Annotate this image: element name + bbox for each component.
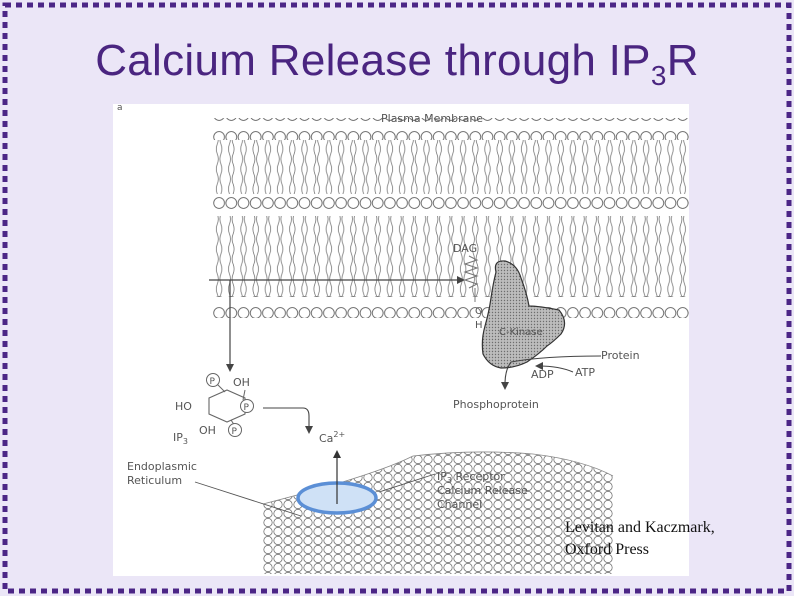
er-pointer	[194, 481, 302, 517]
c-kinase-label: C-Kinase	[499, 327, 543, 338]
phosphoprotein-label: Phosphoprotein	[453, 398, 539, 411]
c-kinase-shape	[481, 260, 566, 369]
panel-letter: a	[117, 104, 123, 113]
phosphate-label-1: P	[210, 377, 216, 387]
title-main: Calcium Release through IP	[95, 36, 651, 85]
er-label-line2: Reticulum	[127, 474, 182, 487]
slide-title: Calcium Release through IP3R	[0, 36, 794, 92]
ip3-arrow	[226, 280, 234, 372]
plasma-membrane-label: Plasma Membrane	[381, 112, 483, 125]
title-end: R	[666, 36, 699, 85]
calcium-label: Ca2+	[319, 430, 345, 445]
h-label: H	[475, 320, 483, 331]
receptor-label-line2: Calcium Release	[437, 484, 528, 497]
oh-label-bottom: OH	[199, 424, 216, 437]
atp-label: ATP	[575, 366, 595, 379]
receptor-pointer	[378, 473, 436, 493]
ip3-to-receptor-arrow	[263, 407, 313, 434]
o-label: O	[475, 306, 483, 317]
er-label-line1: Endoplasmic	[127, 460, 197, 473]
credit-line-2: Oxford Press	[565, 541, 649, 558]
oh-label-top: OH	[233, 376, 250, 389]
calcium-efflux-arrow	[333, 450, 341, 504]
dag-molecule	[463, 255, 479, 302]
credit-line-1: Levitan and Kaczmark,	[565, 519, 715, 536]
ip3-label: IP3	[173, 431, 188, 446]
receptor-label-line1: IP3 Receptor	[437, 470, 505, 485]
adp-label: ADP	[531, 368, 554, 381]
plasma-membrane-bilayer	[213, 118, 689, 318]
ip3r-diagram-figure: a Plasma Membrane DAG O H C-K	[113, 104, 689, 576]
protein-phosphorylation-arrows	[501, 355, 602, 390]
credit: Levitan and Kaczmark, Oxford Press	[565, 517, 715, 561]
title-subscript: 3	[650, 60, 667, 91]
receptor-label-line3: Channel	[437, 498, 482, 511]
ip3r-diagram: a Plasma Membrane DAG O H C-K	[117, 104, 689, 574]
phosphate-label-3: P	[232, 427, 238, 437]
phosphate-label-2: P	[244, 403, 250, 413]
protein-label: Protein	[601, 349, 640, 362]
dag-arrow	[209, 276, 465, 284]
ho-label: HO	[175, 400, 192, 413]
dag-label: DAG	[453, 242, 477, 255]
ip3-molecule	[206, 373, 254, 437]
